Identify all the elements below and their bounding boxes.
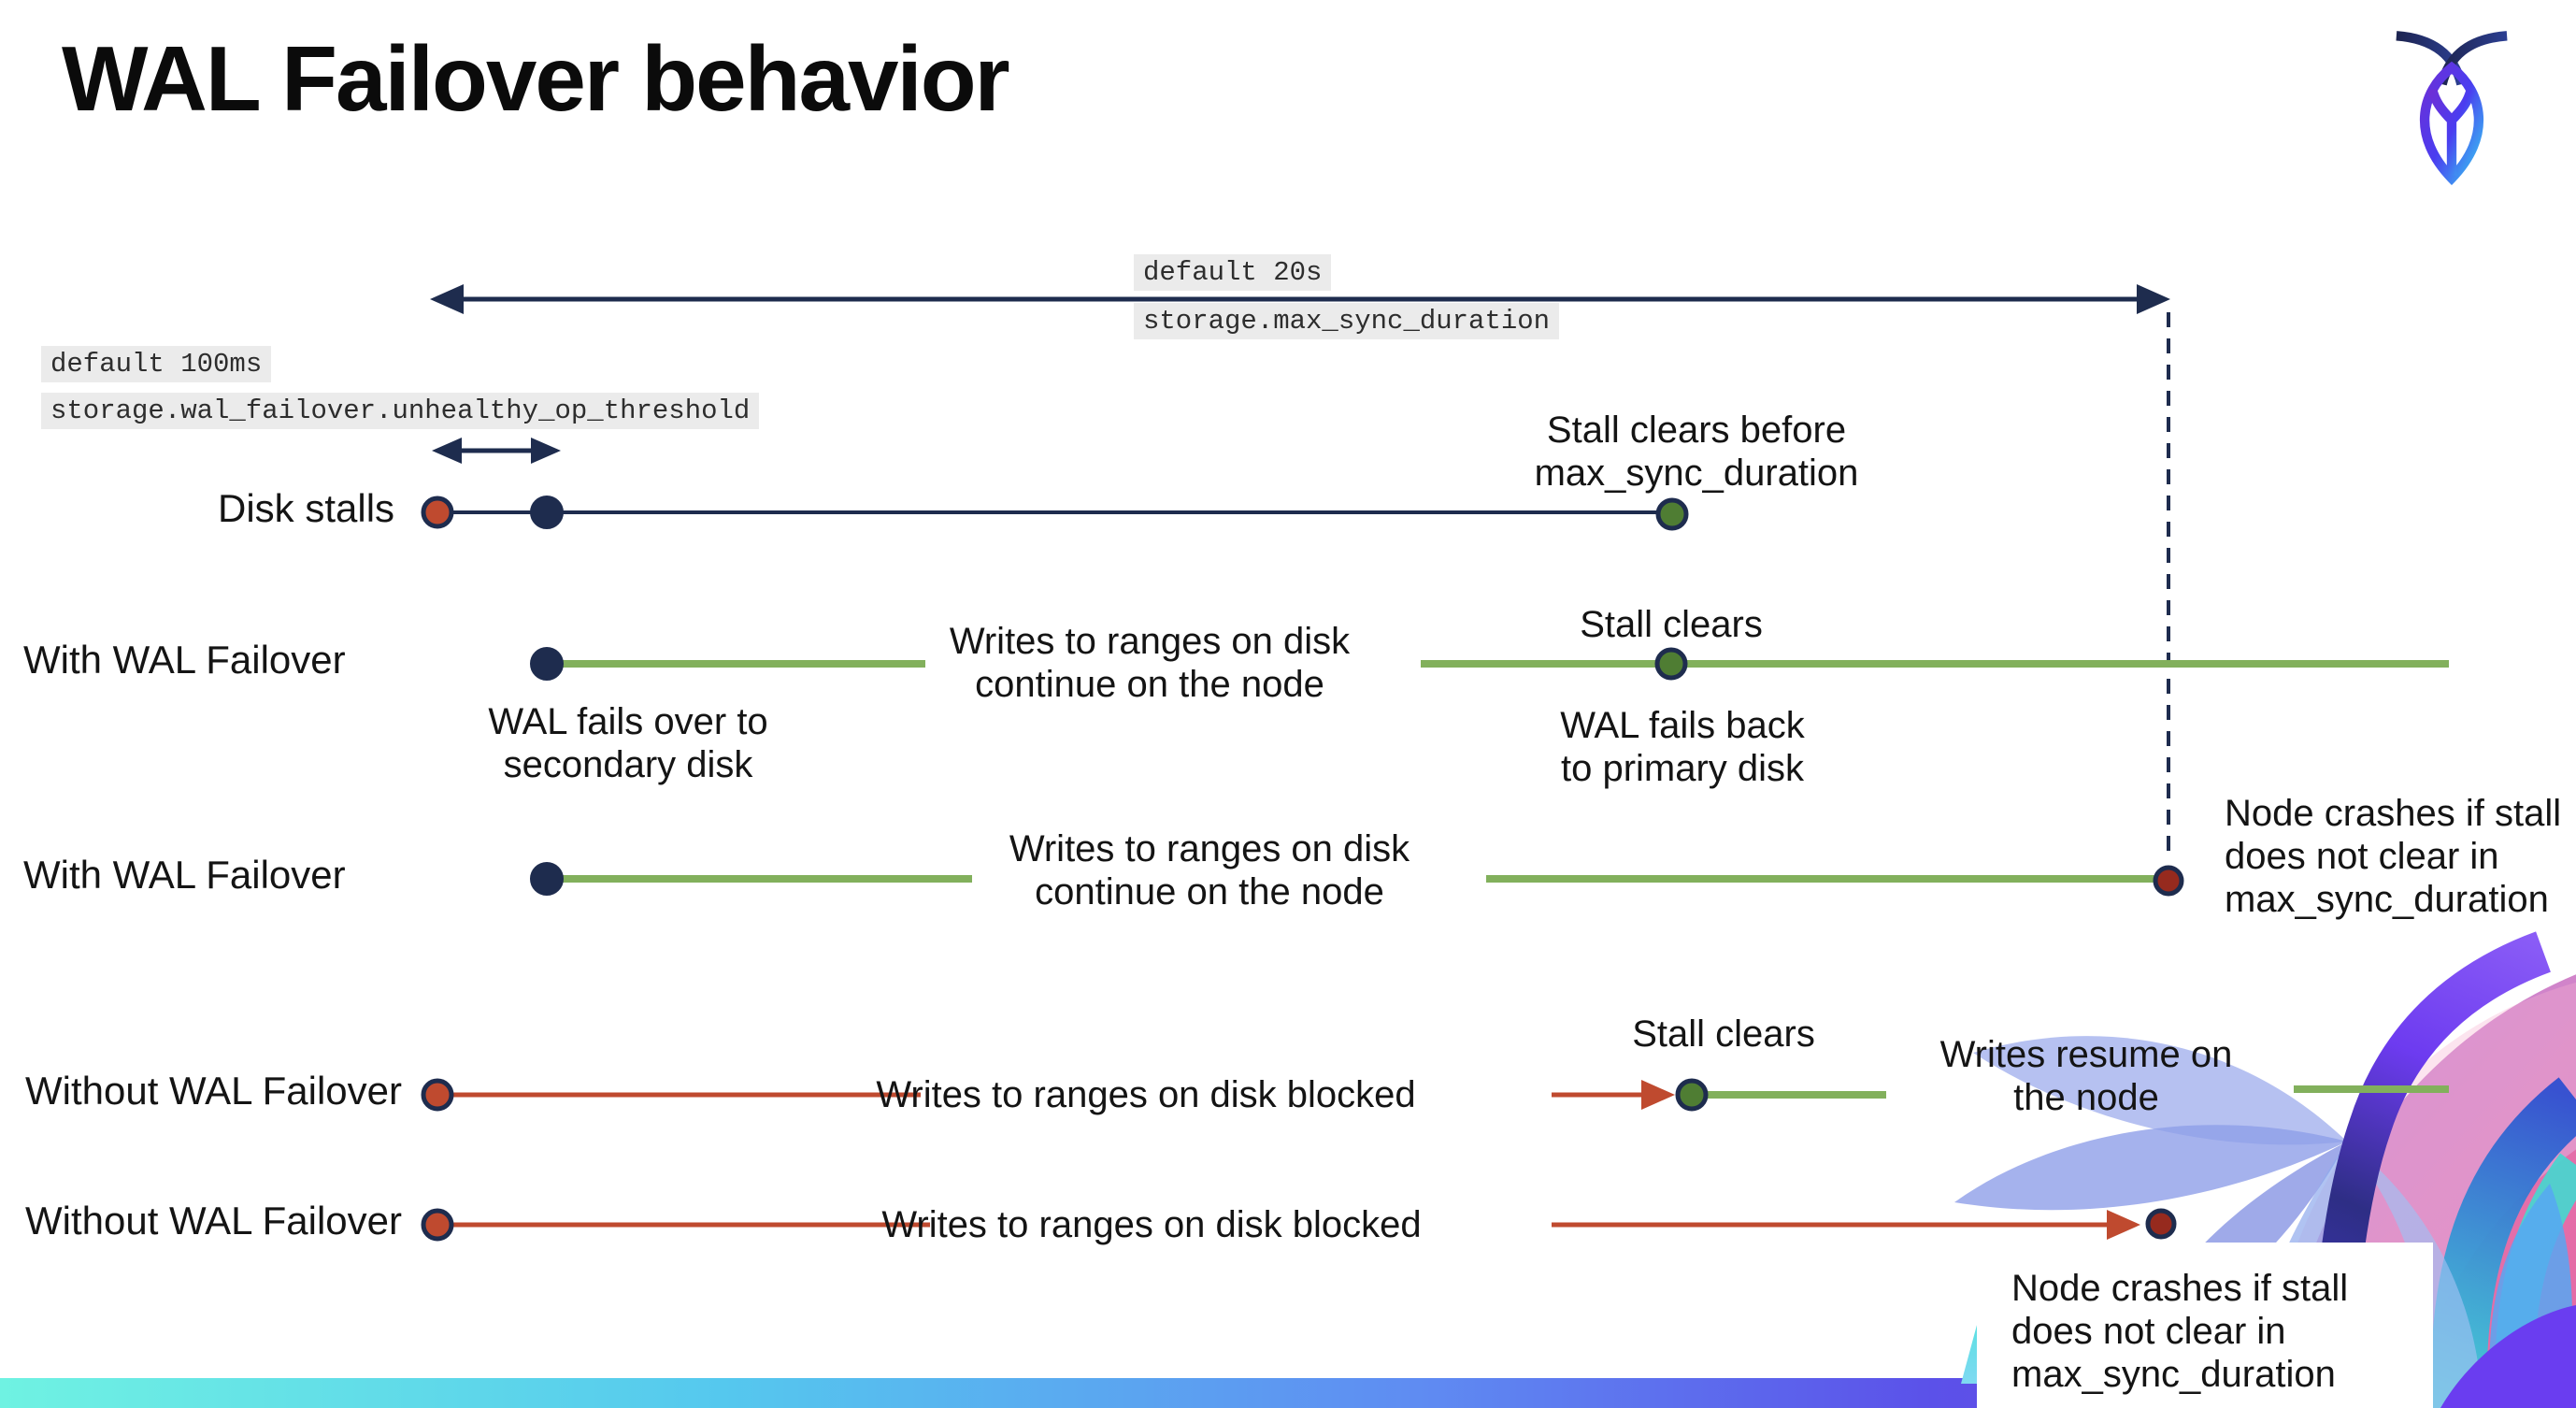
- art-purple-corner: [2440, 1305, 2576, 1408]
- row1-stall-clears-dot: [1654, 647, 1688, 681]
- max-sync-default-label: default 20s: [1134, 254, 1332, 291]
- art-petal-5: [2347, 1142, 2483, 1408]
- row4-crash-dot: [2145, 1208, 2177, 1240]
- caption-stall-clears-before: Stall clears before max_sync_duration: [1534, 409, 1859, 494]
- row0-stall-start-dot: [421, 496, 454, 529]
- row-label-without-failover-2: Without WAL Failover: [25, 1199, 402, 1243]
- caption-writes-resume: Writes resume on the node: [1939, 1034, 2233, 1118]
- max-sync-arrowhead-right: [2137, 284, 2170, 314]
- row0-threshold-dot: [530, 496, 564, 529]
- caption-wal-fails-back: WAL fails back to primary disk: [1560, 705, 1805, 789]
- art-petal-2: [1954, 1125, 2347, 1211]
- page-title: WAL Failover behavior: [62, 27, 1010, 130]
- logo-antenna-right: [2437, 31, 2508, 86]
- row3-stall-start-dot: [421, 1078, 454, 1112]
- threshold-arrowhead-right: [531, 438, 561, 464]
- caption-stall-clears-row1: Stall clears: [1580, 604, 1763, 645]
- caption-wal-fails-over: WAL fails over to secondary disk: [488, 701, 768, 785]
- row2-failover-dot: [530, 862, 564, 896]
- row4-stall-start-dot: [421, 1208, 454, 1242]
- row4-red-arrowhead: [2107, 1210, 2140, 1240]
- caption-writes-continue-2: Writes to ranges on disk continue on the…: [1009, 828, 1410, 912]
- row2-crash-dot: [2153, 865, 2184, 897]
- max-sync-arrowhead-left: [430, 284, 464, 314]
- row-label-disk-stalls: Disk stalls: [218, 486, 395, 530]
- logo-vein: [2427, 88, 2476, 176]
- row-label-with-failover-1: With WAL Failover: [23, 638, 346, 682]
- row-label-with-failover-2: With WAL Failover: [23, 853, 346, 897]
- max-sync-setting-label: storage.max_sync_duration: [1134, 303, 1560, 339]
- row0-stall-clears-dot: [1655, 497, 1689, 531]
- art-petal-1: [1973, 1036, 2347, 1145]
- node-crash-callout-box: Node crashes if stall does not clear in …: [1977, 1243, 2433, 1408]
- caption-writes-blocked-2: Writes to ranges on disk blocked: [881, 1204, 1422, 1245]
- row-label-without-failover-1: Without WAL Failover: [25, 1069, 402, 1113]
- caption-writes-blocked-1: Writes to ranges on disk blocked: [876, 1074, 1416, 1115]
- unhealthy-op-default-label: default 100ms: [41, 346, 272, 382]
- unhealthy-op-setting-label: storage.wal_failover.unhealthy_op_thresh…: [41, 393, 760, 429]
- row1-failover-dot: [530, 647, 564, 681]
- caption-node-crashes-row2: Node crashes if stall does not clear in …: [2225, 793, 2562, 920]
- threshold-arrowhead-left: [432, 438, 462, 464]
- caption-stall-clears-row3: Stall clears: [1632, 1013, 1815, 1055]
- cockroachdb-logo-icon: [2396, 31, 2508, 185]
- row3-stall-clears-dot: [1675, 1078, 1709, 1112]
- caption-writes-continue-1: Writes to ranges on disk continue on the…: [949, 621, 1351, 705]
- caption-node-crashes-row4: Node crashes if stall does not clear in …: [2011, 1268, 2349, 1395]
- row3-red-arrowhead: [1641, 1080, 1675, 1110]
